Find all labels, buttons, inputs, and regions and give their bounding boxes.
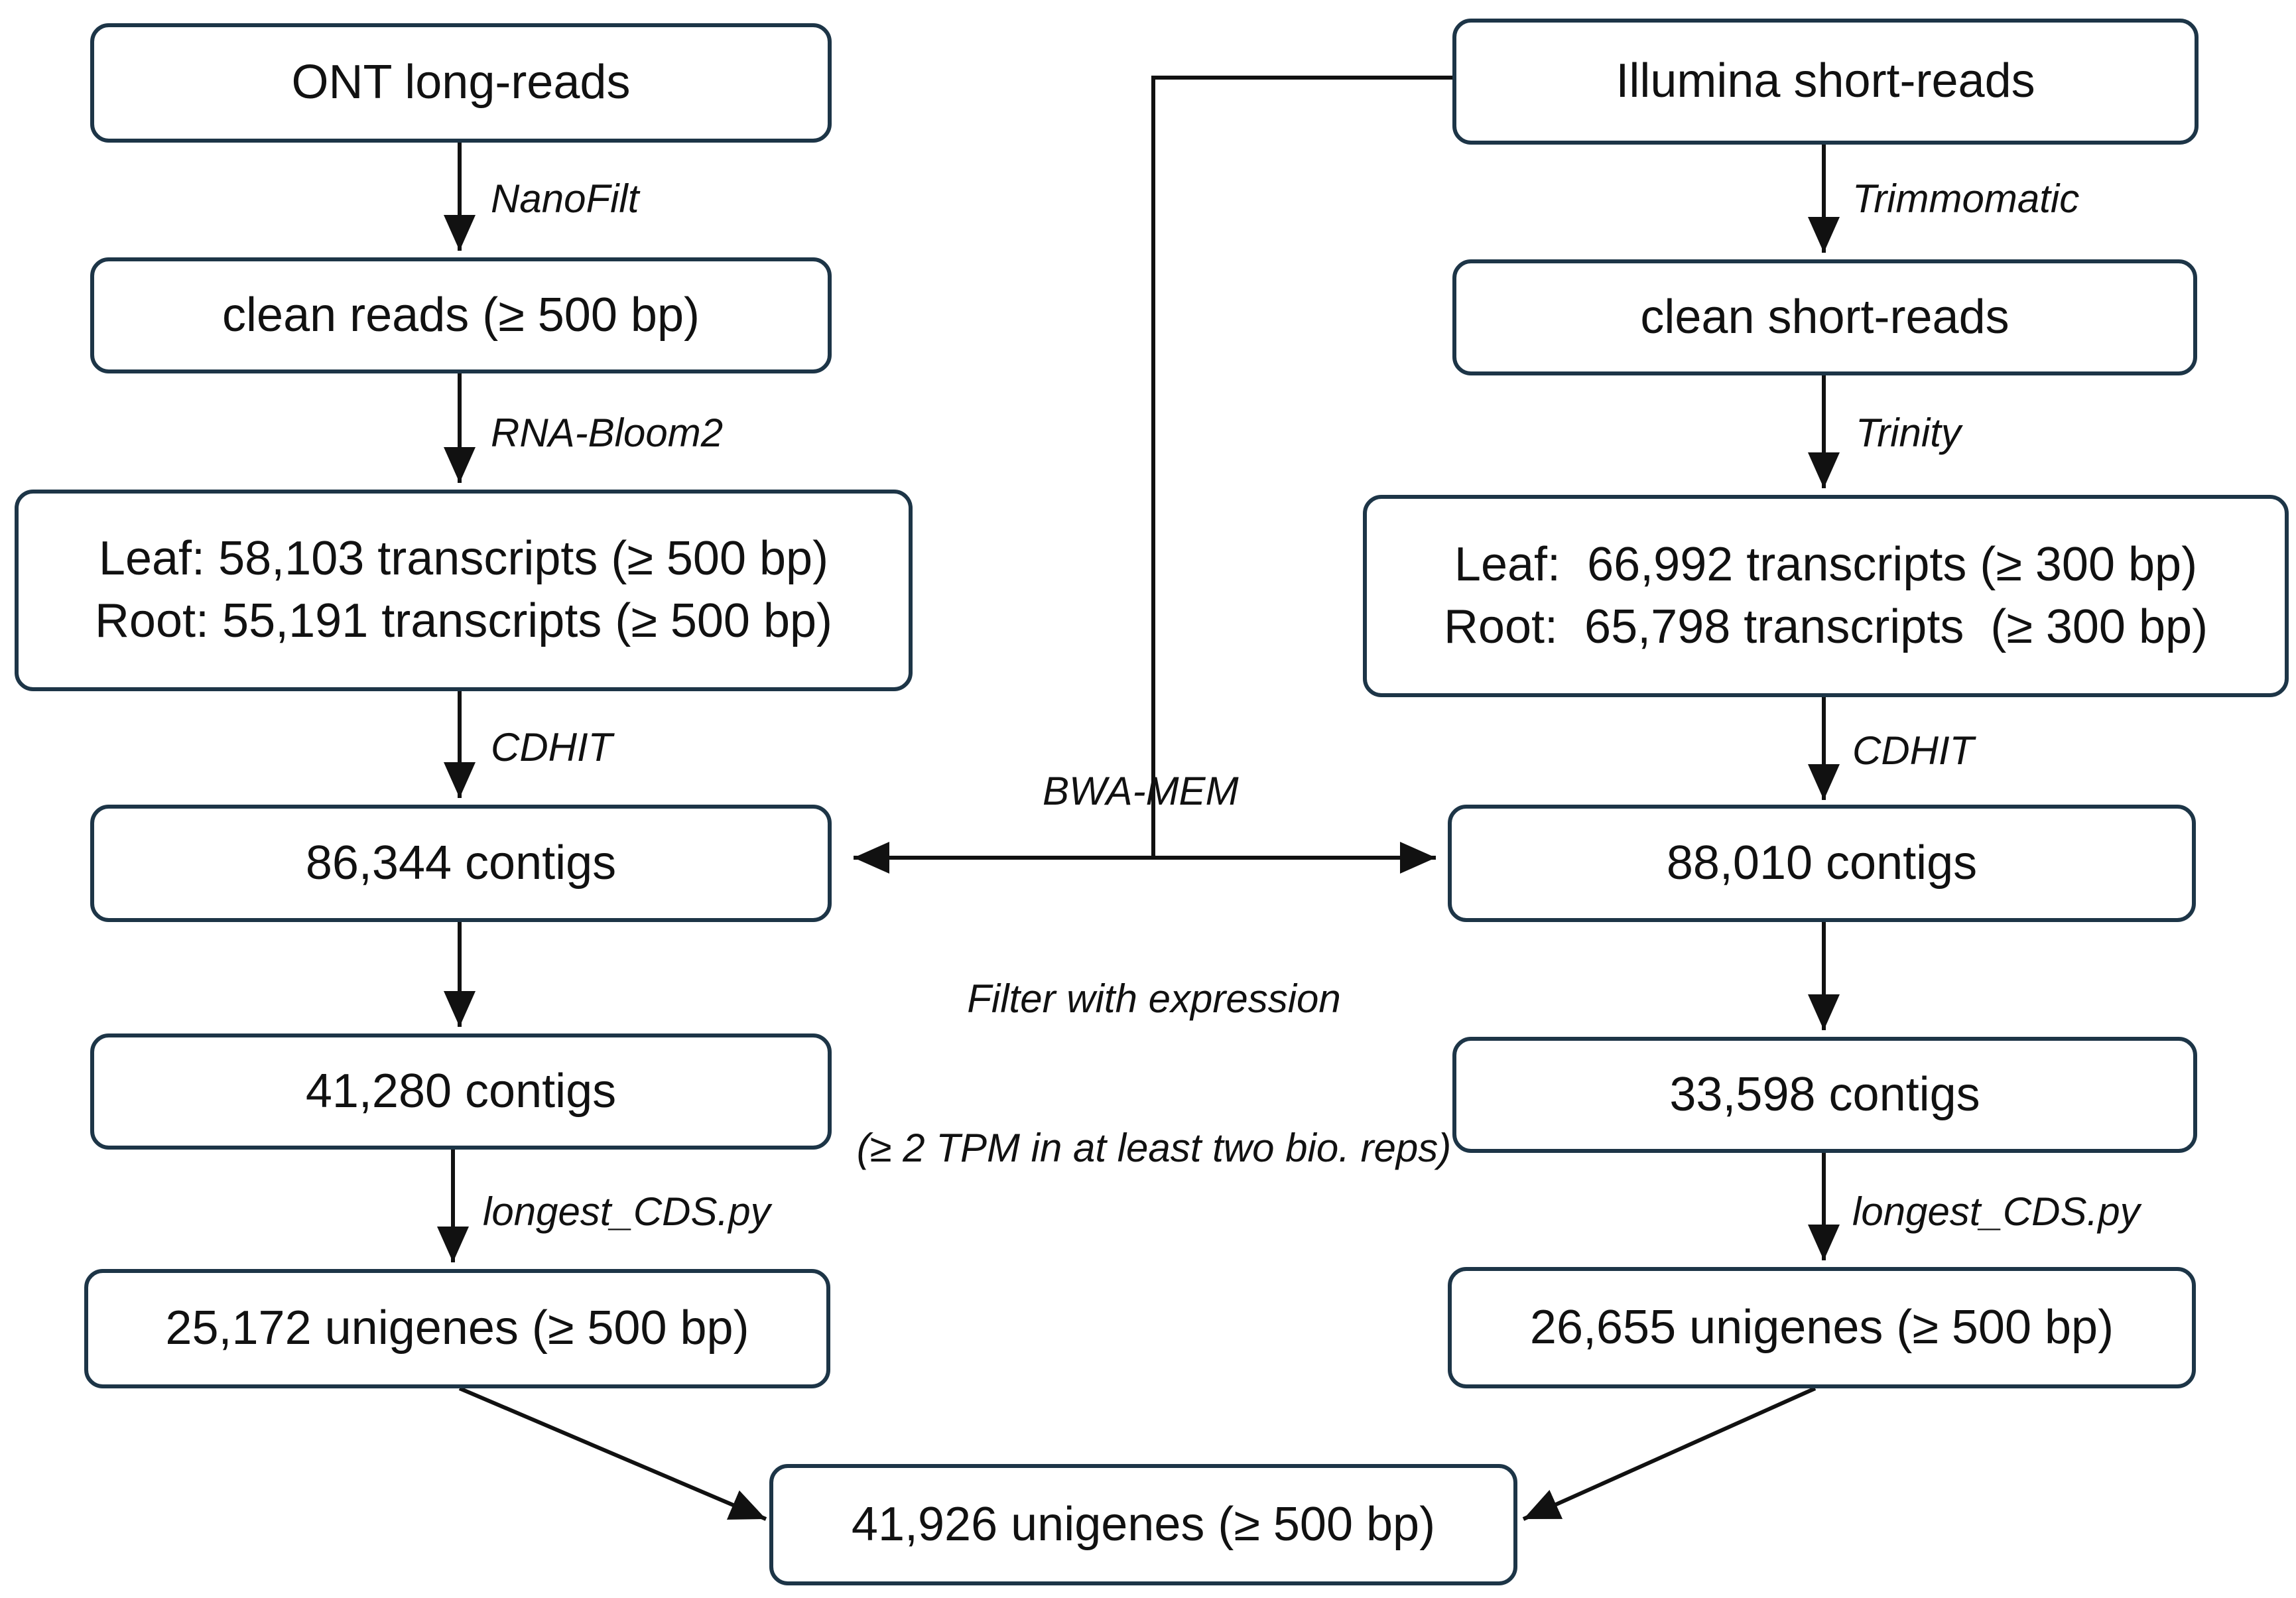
root-transcripts-left: Root: 55,191 transcripts (≥ 500 bp) bbox=[94, 594, 833, 647]
bwa-mem-label: BWA-MEM bbox=[1043, 769, 1239, 813]
short-read-transcripts-box: Leaf: 66,992 transcripts (≥ 300 bp) Root… bbox=[1363, 495, 2289, 697]
contigs-label-left: 86,344 contigs bbox=[305, 836, 617, 890]
final-unigenes-label: 41,926 unigenes (≥ 500 bp) bbox=[851, 1497, 1436, 1551]
contigs-box-left: 86,344 contigs bbox=[90, 805, 832, 922]
filtered-contigs-box-left: 41,280 contigs bbox=[90, 1033, 832, 1150]
illumina-short-reads-label: Illumina short-reads bbox=[1616, 54, 2035, 108]
cdhit-label-left: CDHIT bbox=[491, 725, 613, 769]
leaf-transcripts-right: Leaf: 66,992 transcripts (≥ 300 bp) bbox=[1454, 537, 2198, 591]
filter-expression-line1: Filter with expression bbox=[967, 976, 1341, 1021]
clean-short-reads-label: clean short-reads bbox=[1640, 290, 2009, 344]
contigs-label-right: 88,010 contigs bbox=[1666, 836, 1978, 890]
arrow-left-unigenes-to-final bbox=[458, 1386, 767, 1521]
filtered-contigs-label-left: 41,280 contigs bbox=[305, 1064, 617, 1118]
clean-reads-box: clean reads (≥ 500 bp) bbox=[90, 257, 832, 373]
cdhit-label-right: CDHIT bbox=[1852, 728, 1974, 773]
filter-expression-label: Filter with expression (≥ 2 TPM in at le… bbox=[822, 874, 1486, 1223]
clean-short-reads-box: clean short-reads bbox=[1452, 259, 2197, 375]
ont-long-reads-box: ONT long-reads bbox=[90, 23, 832, 143]
arrow-right-unigenes-to-final bbox=[1522, 1386, 1817, 1521]
filtered-contigs-box-right: 33,598 contigs bbox=[1452, 1037, 2197, 1153]
long-read-transcripts-box: Leaf: 58,103 transcripts (≥ 500 bp) Root… bbox=[15, 490, 913, 691]
bwa-mem-connector bbox=[1151, 76, 1452, 858]
longest-cds-label-left: longest_CDS.py bbox=[483, 1189, 771, 1234]
rna-bloom2-label: RNA-Bloom2 bbox=[491, 411, 724, 455]
root-transcripts-right: Root: 65,798 transcripts (≥ 300 bp) bbox=[1443, 600, 2208, 653]
ont-long-reads-label: ONT long-reads bbox=[291, 56, 631, 109]
nanofilt-label: NanoFilt bbox=[491, 176, 639, 221]
unigenes-box-left: 25,172 unigenes (≥ 500 bp) bbox=[84, 1269, 830, 1388]
filtered-contigs-label-right: 33,598 contigs bbox=[1669, 1067, 1980, 1121]
unigenes-label-left: 25,172 unigenes (≥ 500 bp) bbox=[165, 1301, 749, 1355]
unigenes-label-right: 26,655 unigenes (≥ 500 bp) bbox=[1529, 1300, 2114, 1354]
contigs-box-right: 88,010 contigs bbox=[1448, 805, 2196, 922]
leaf-transcripts-left: Leaf: 58,103 transcripts (≥ 500 bp) bbox=[98, 532, 829, 586]
filter-expression-line2: (≥ 2 TPM in at least two bio. reps) bbox=[856, 1126, 1452, 1170]
clean-reads-label: clean reads (≥ 500 bp) bbox=[222, 288, 700, 342]
final-unigenes-box: 41,926 unigenes (≥ 500 bp) bbox=[769, 1464, 1517, 1585]
trinity-label: Trinity bbox=[1856, 411, 1961, 455]
unigenes-box-right: 26,655 unigenes (≥ 500 bp) bbox=[1448, 1267, 2196, 1388]
illumina-short-reads-box: Illumina short-reads bbox=[1452, 19, 2199, 145]
longest-cds-label-right: longest_CDS.py bbox=[1852, 1189, 2140, 1234]
trimmomatic-label: Trimmomatic bbox=[1852, 176, 2080, 221]
